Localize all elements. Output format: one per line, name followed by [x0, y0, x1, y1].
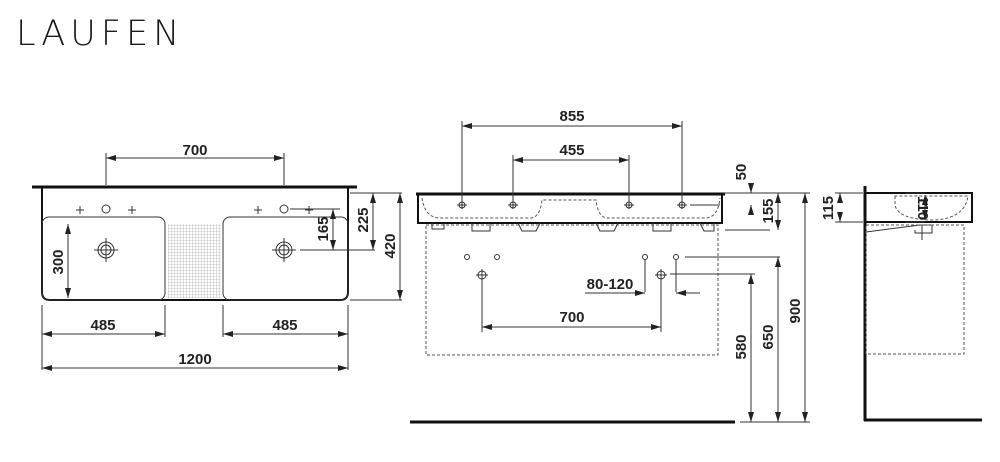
dim-basin-depth: 300 — [50, 249, 67, 274]
dim-rim-to-hole: 50 — [733, 164, 750, 181]
dim-height-580: 580 — [733, 334, 750, 359]
dim-tap-to-drain: 165 — [315, 216, 332, 241]
dim-total-width: 1200 — [178, 351, 211, 368]
laufen-logo: LAUFEN — [16, 14, 185, 54]
dim-outer-holes: 855 — [559, 108, 584, 125]
dim-tap-spacing: 700 — [182, 142, 207, 159]
dim-total-depth: 420 — [382, 233, 399, 258]
dim-side-basin-depth: 110 — [914, 196, 931, 220]
front-view: 855 455 50 155 900 650 580 80-120 700 — [410, 108, 810, 424]
right-basin — [222, 216, 349, 301]
dim-right-basin-width: 485 — [272, 317, 297, 334]
dim-back-to-drain: 225 — [355, 207, 372, 232]
dim-left-basin-width: 485 — [90, 317, 115, 334]
left-basin — [41, 216, 166, 301]
dim-supply-range: 80-120 — [587, 276, 634, 293]
dim-height-900: 900 — [787, 298, 804, 323]
dim-height-650: 650 — [760, 324, 777, 349]
dim-height-155: 155 — [760, 198, 777, 223]
dim-waste-spacing: 700 — [559, 309, 584, 326]
side-view: 115 110 — [820, 186, 982, 422]
top-view: 700 300 485 485 1200 165 225 420 — [32, 142, 403, 371]
grid-area — [168, 224, 221, 298]
dim-rim-height: 115 — [820, 196, 837, 220]
dim-inner-holes: 455 — [559, 142, 584, 159]
